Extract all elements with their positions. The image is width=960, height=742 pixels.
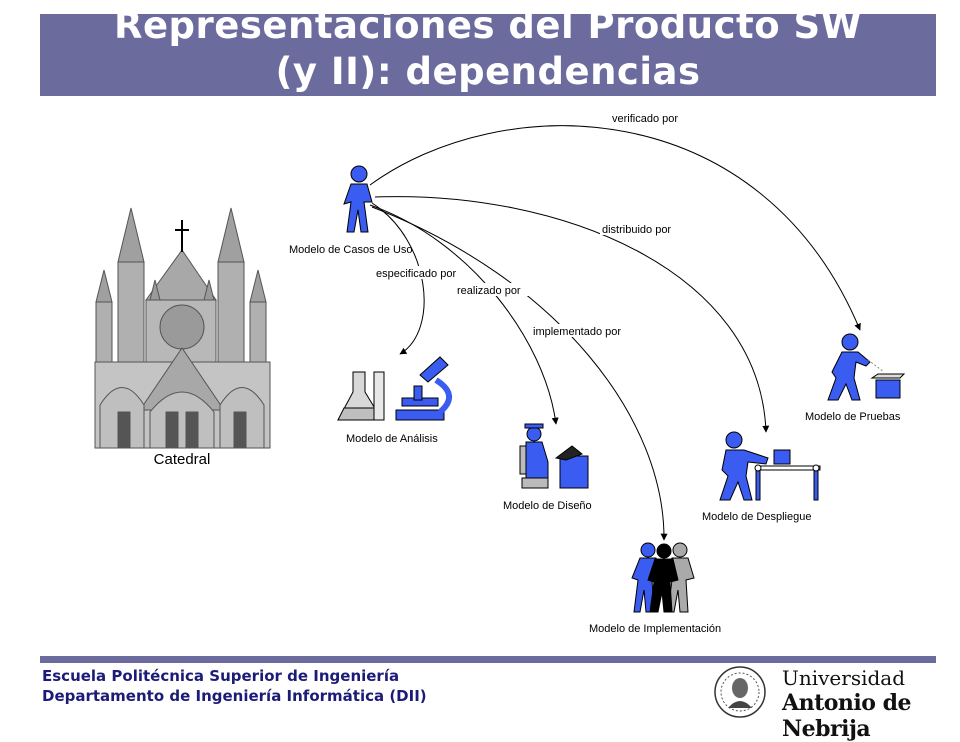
university-line-1: Universidad — [782, 666, 906, 690]
node-label-pruebas: Modelo de Pruebas — [805, 411, 901, 423]
footer-department: Departamento de Ingeniería Informática (… — [42, 687, 427, 705]
footer-bar — [40, 656, 936, 663]
use-case-actor-icon — [343, 165, 373, 233]
node-label-diseno: Modelo de Diseño — [503, 500, 592, 512]
edge-especificado — [371, 202, 425, 355]
edge-label-implementado: implementado por — [533, 326, 621, 338]
dependency-edges — [369, 125, 861, 541]
edge-realizado — [369, 204, 559, 425]
page-title: Representaciones del Producto SW (y II):… — [40, 14, 936, 95]
edge-label-realizado: realizado por — [457, 285, 521, 297]
edge-distribuido — [374, 196, 770, 433]
title-bar: Representaciones del Producto SW (y II):… — [40, 14, 936, 96]
footer-text: Escuela Politécnica Superior de Ingenier… — [42, 666, 427, 706]
university-name: Universidad Antonio de Nebrija — [782, 666, 960, 742]
lab-flask-microscope-icon — [337, 356, 452, 421]
dependency-diagram: Catedral verificado por distribuido por … — [94, 111, 906, 635]
node-label-implementacion: Modelo de Implementación — [589, 623, 721, 635]
edge-label-distribuido: distribuido por — [602, 224, 671, 236]
edge-label-especificado: especificado por — [376, 268, 456, 280]
edge-verificado — [369, 125, 861, 331]
title-line-1: Representaciones del Producto SW — [113, 14, 863, 47]
deployment-cart-icon — [719, 431, 821, 501]
cathedral-label: Catedral — [154, 451, 211, 468]
implementers-group-icon — [631, 542, 695, 613]
edge-implementado — [371, 206, 668, 541]
node-label-casos-uso: Modelo de Casos de Uso — [289, 244, 413, 256]
university-seal-icon — [714, 666, 766, 718]
title-line-2: (y II): dependencias — [275, 50, 701, 93]
node-label-analisis: Modelo de Análisis — [346, 433, 438, 445]
university-line-2: Antonio de Nebrija — [782, 690, 911, 742]
edge-label-verificado: verificado por — [612, 113, 678, 125]
cathedral-icon — [94, 207, 271, 449]
footer-school: Escuela Politécnica Superior de Ingenier… — [42, 667, 400, 685]
designer-computer-icon — [519, 423, 589, 489]
edge-labels: verificado por distribuido por especific… — [374, 111, 690, 338]
node-label-despliegue: Modelo de Despliegue — [702, 511, 811, 523]
testing-box-icon — [827, 333, 906, 401]
